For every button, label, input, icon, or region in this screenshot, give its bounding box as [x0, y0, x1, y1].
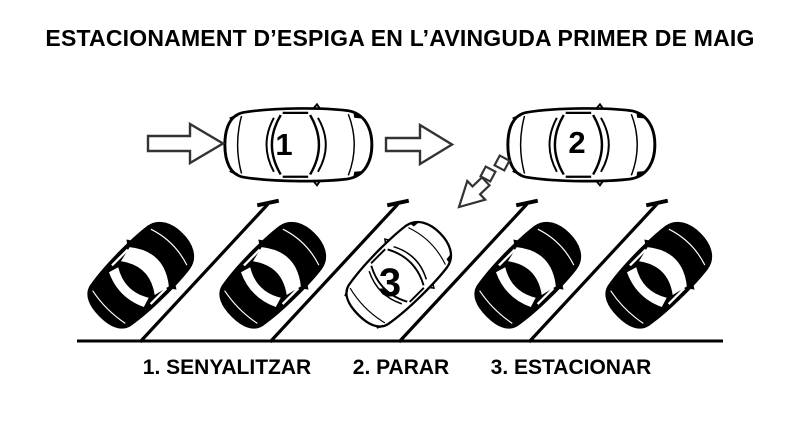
moving-car-1	[223, 102, 374, 187]
car-2-number: 2	[568, 125, 585, 160]
step-label-parar: 2. PARAR	[352, 356, 450, 379]
parking-slot-lines	[138, 198, 669, 344]
page-title: ESTACIONAMENT D’ESPIGA EN L’AVINGUDA PRI…	[45, 25, 755, 51]
parked-black-car-3	[461, 207, 596, 342]
parked-black-car-2	[206, 207, 341, 342]
forward-arrow-icon-1	[146, 121, 226, 166]
car-1-number: 1	[275, 127, 292, 162]
step-label-estacionar: 3. ESTACIONAR	[490, 356, 652, 379]
forward-arrow-icon-2	[384, 122, 455, 167]
car-3-number: 3	[379, 261, 401, 305]
parked-black-car-1	[74, 207, 209, 342]
step-label-senyalitzar: 1. SENYALITZAR	[142, 356, 312, 379]
parked-black-car-4	[592, 207, 727, 342]
reverse-arrow-icon	[457, 154, 511, 209]
